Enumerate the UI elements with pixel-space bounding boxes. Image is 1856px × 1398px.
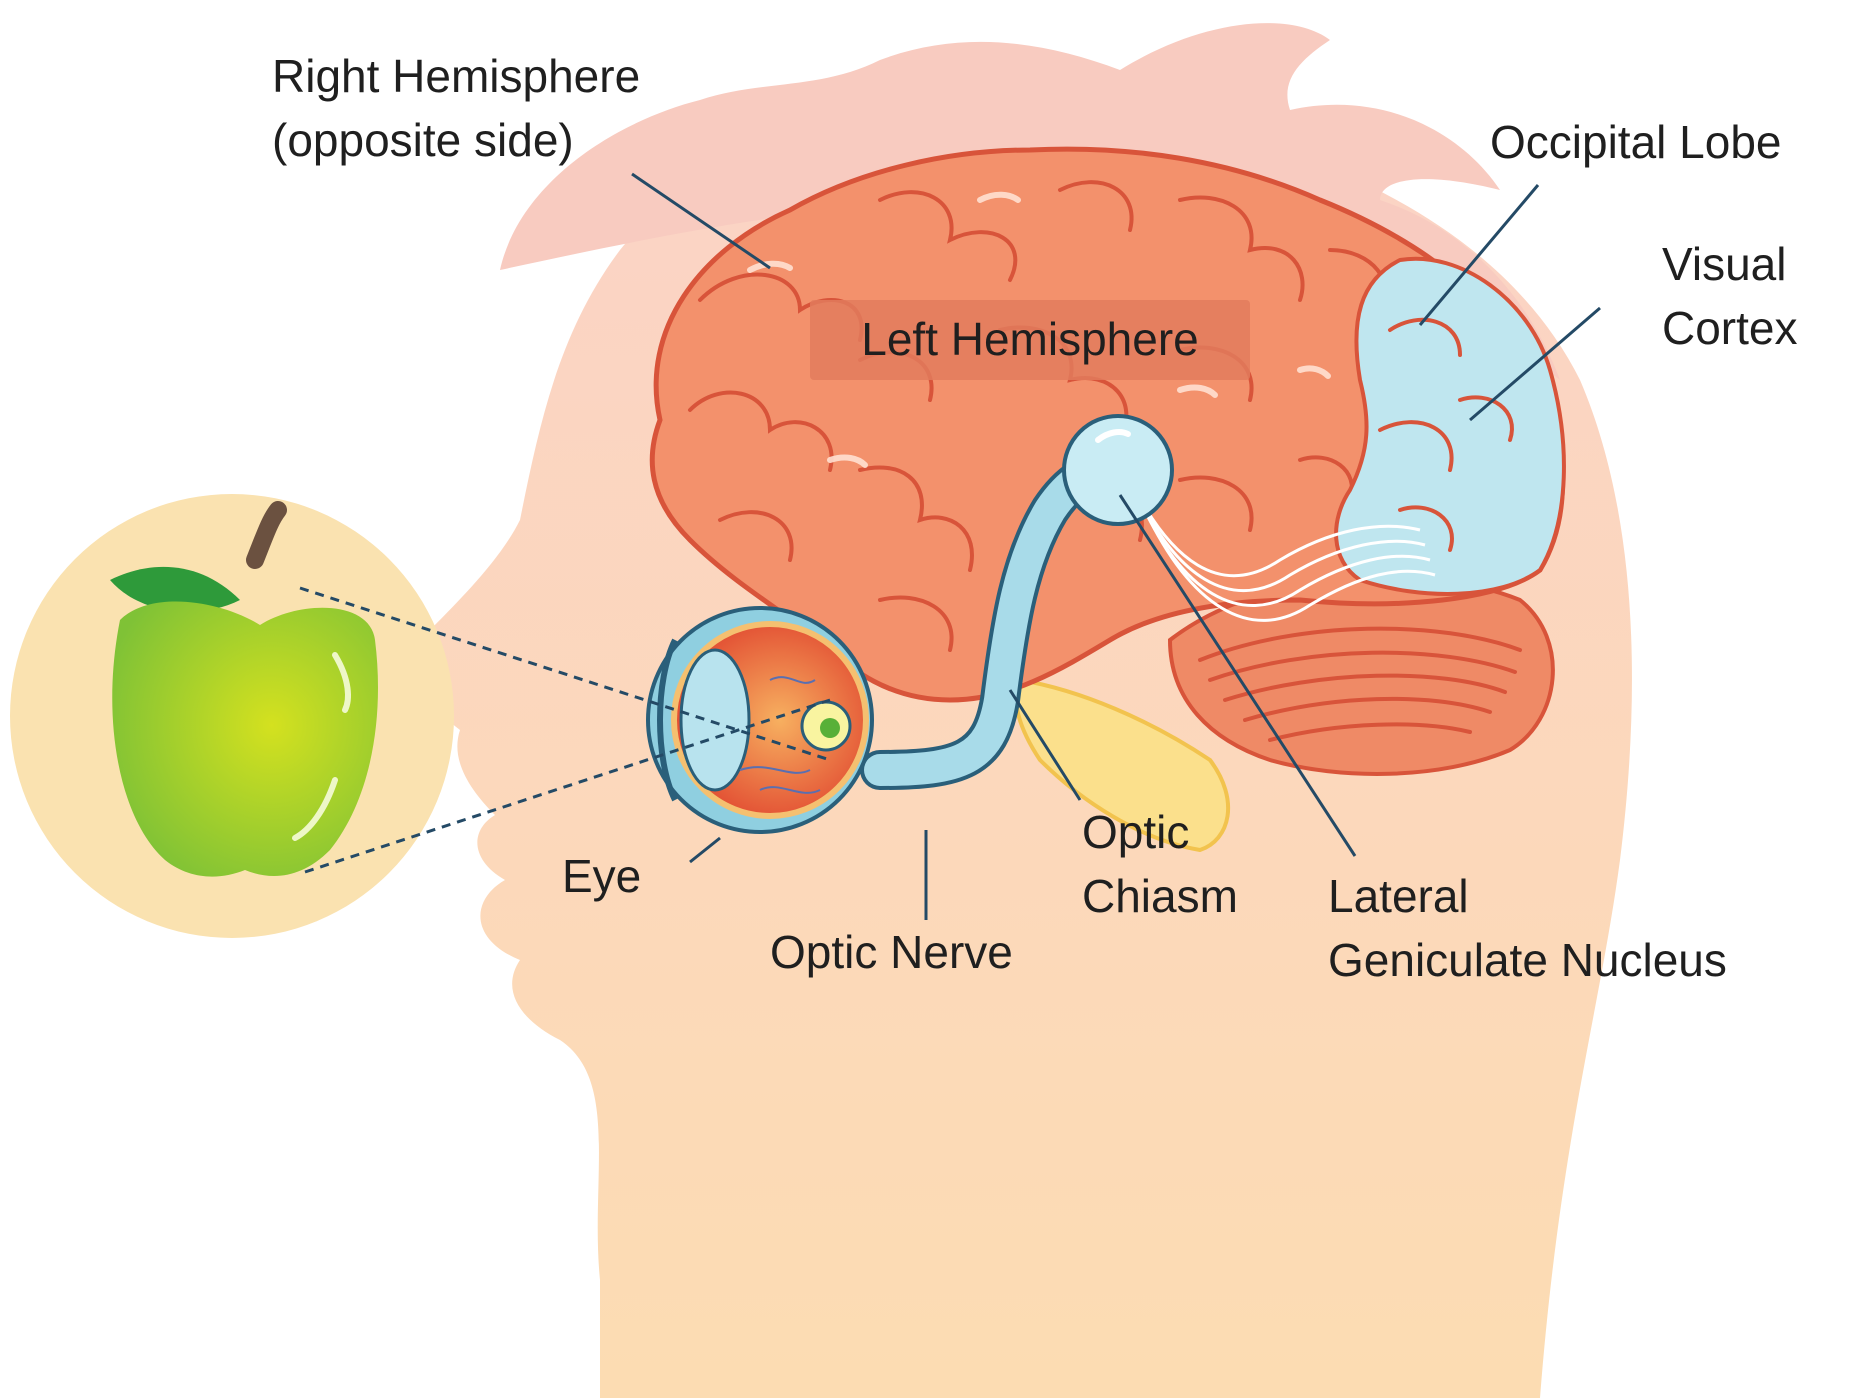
right-hemisphere-label-line2: (opposite side) (272, 114, 574, 166)
apple-object (10, 494, 454, 938)
left-hemisphere-label: Left Hemisphere (861, 313, 1199, 365)
optic-chiasm-label-line2: Chiasm (1082, 870, 1238, 922)
apple-icon (112, 601, 378, 876)
visual-cortex-label-line2: Cortex (1662, 302, 1797, 354)
occipital-lobe-label: Occipital Lobe (1490, 116, 1782, 168)
eye-anatomy (648, 608, 872, 832)
lgn-label-line2: Geniculate Nucleus (1328, 934, 1727, 986)
optic-chiasm-label-line1: Optic (1082, 806, 1189, 858)
optic-nerve-label: Optic Nerve (770, 926, 1013, 978)
lgn-label-line1: Lateral (1328, 870, 1469, 922)
eye-label: Eye (562, 850, 641, 902)
visual-cortex-label-line1: Visual (1662, 238, 1786, 290)
right-hemisphere-label-line1: Right Hemisphere (272, 50, 640, 102)
